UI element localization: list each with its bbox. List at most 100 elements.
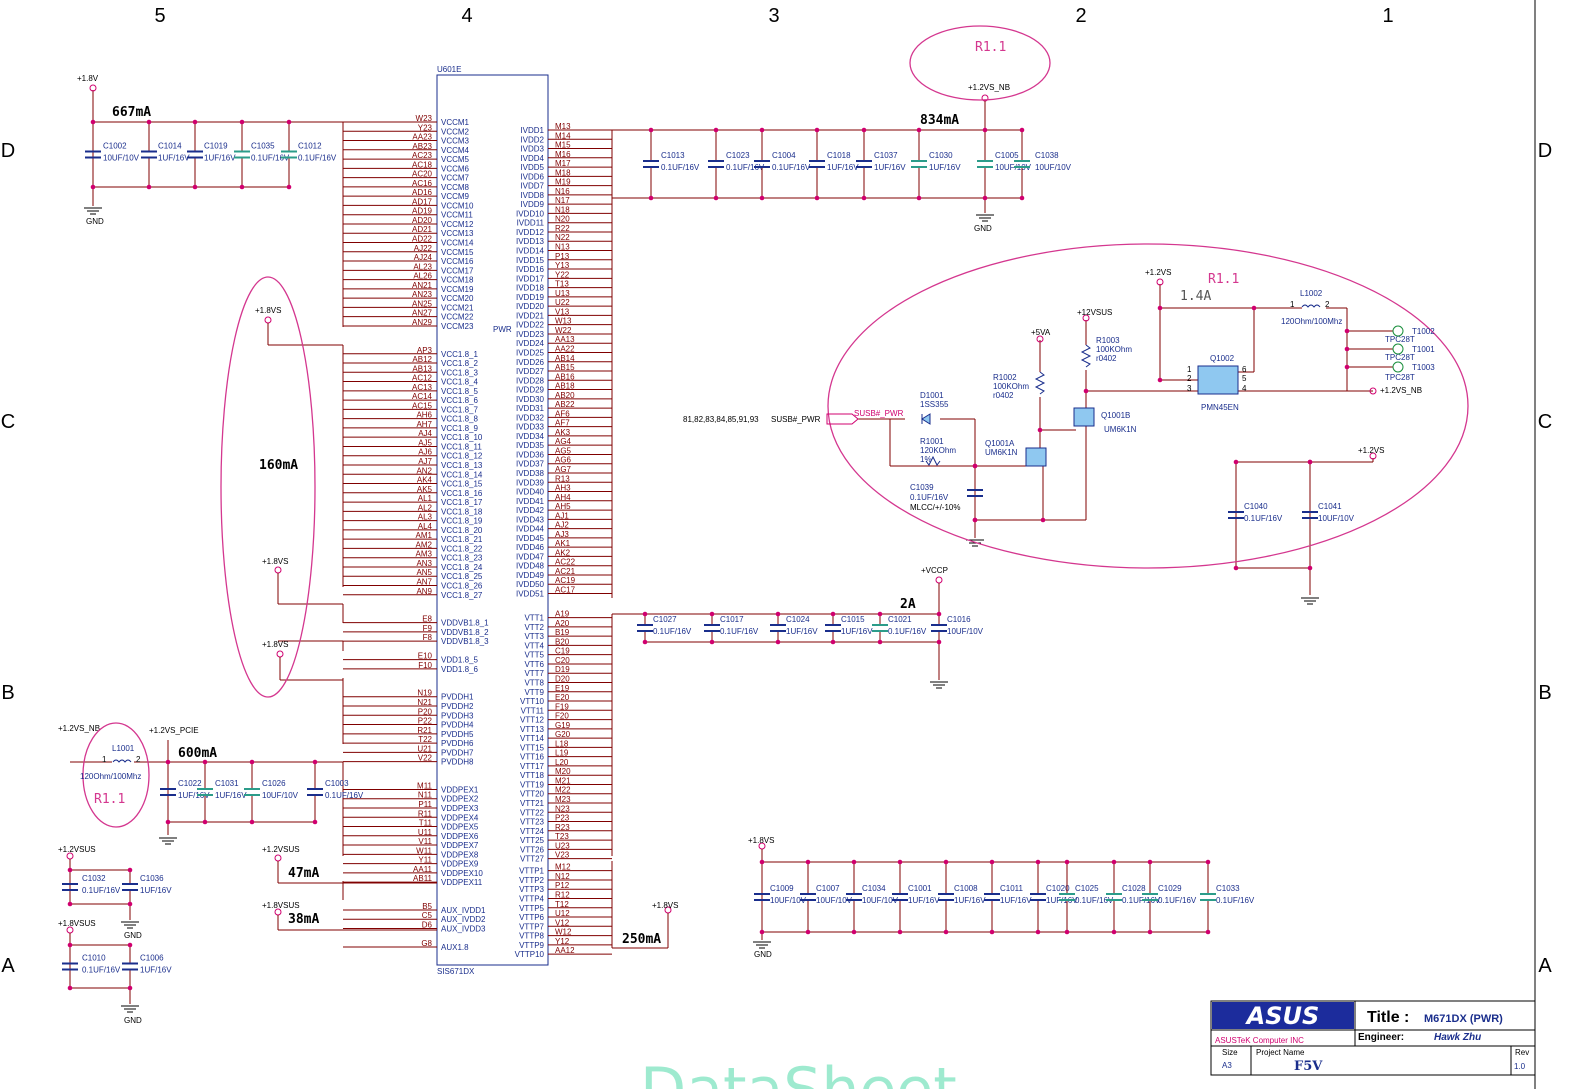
pin-name: VTT26	[520, 845, 545, 854]
pin-number: T12	[555, 900, 569, 909]
pin-number: M15	[555, 141, 571, 150]
capacitor-value: 0.1UF/16V	[1075, 896, 1114, 905]
capacitor-value: 1UF/16V	[827, 163, 859, 172]
pin-name: VCC1.8_14	[441, 470, 483, 479]
pin-name: IVDD19	[516, 293, 545, 302]
capacitor-ref: C1027	[653, 615, 677, 624]
tp-t1002-ref: T1002	[1412, 327, 1435, 336]
zone-col-3: 3	[768, 5, 779, 27]
pin-name: VTTP10	[515, 950, 545, 959]
pin-name: IVDD38	[516, 469, 545, 478]
pin-name: VCCM2	[441, 127, 470, 136]
pin-name: IVDD21	[516, 311, 545, 320]
pin-name: VTT23	[520, 818, 545, 827]
pin-number: D6	[422, 920, 433, 929]
pin-number: AD17	[412, 197, 433, 206]
junction-dot	[1344, 346, 1350, 352]
current-vcc18: 160mA	[259, 458, 298, 473]
rail-pcie: +1.2VS_PCIE	[149, 726, 199, 735]
susb-net-name: SUSB#_PWR	[771, 415, 821, 424]
c1039-ref: C1039	[910, 483, 934, 492]
pin-number: B19	[555, 628, 570, 637]
power-port-icon	[935, 576, 943, 584]
l1001-pin2: 2	[136, 755, 141, 764]
power-port-icon	[1156, 278, 1164, 286]
pin-name: IVDD29	[516, 386, 545, 395]
susb-port-label: SUSB#_PWR	[854, 409, 904, 418]
pin-name: VCC1.8_8	[441, 415, 478, 424]
pin-number: T23	[555, 832, 569, 841]
pin-number: AC12	[412, 374, 433, 383]
pin-number: M12	[555, 863, 571, 872]
pin-name: VTT4	[524, 641, 544, 650]
pin-name: VCCM1	[441, 118, 470, 127]
rev-cloud-vcc18	[220, 276, 316, 698]
current-vtt: 2A	[900, 597, 916, 612]
r1001-value: 120KOhm	[920, 446, 956, 455]
pin-number: AN21	[412, 281, 433, 290]
pin-number: T13	[555, 280, 569, 289]
pin-name: IVDD23	[516, 330, 545, 339]
r1001-tol: 1%	[920, 455, 932, 464]
pin-number: N16	[555, 187, 570, 196]
rail-ivdd: +1.2VS_NB	[968, 83, 1010, 92]
pin-name: IVDD31	[516, 404, 545, 413]
pin-name: IVDD26	[516, 358, 545, 367]
resistor-r1002-icon	[1034, 371, 1046, 395]
pin-name: VTT27	[520, 855, 545, 864]
pin-name: VCCM15	[441, 248, 474, 257]
tb-engineer-label: Engineer:	[1358, 1032, 1404, 1043]
pin-name: IVDD27	[516, 367, 545, 376]
pin-number: AD22	[412, 235, 433, 244]
pin-name: IVDD24	[516, 339, 545, 348]
pin-number: AD21	[412, 225, 433, 234]
pin-name: VCCM7	[441, 174, 470, 183]
current-switch: 1.4A	[1180, 289, 1211, 304]
pin-number: N20	[555, 215, 570, 224]
capacitor-ref: C1015	[841, 615, 865, 624]
pin-number: M20	[555, 767, 571, 776]
pin-number: AN3	[416, 559, 432, 568]
pin-number: R22	[555, 224, 570, 233]
q1002-pin3: 3	[1187, 384, 1192, 393]
rail-switch-caps: +1.2VS	[1358, 446, 1384, 455]
rail-switch-out: +1.2VS_NB	[1380, 386, 1422, 395]
pin-name: VTT7	[524, 669, 544, 678]
pin-number: AC18	[412, 160, 433, 169]
pin-number: P11	[418, 800, 432, 809]
junction-dot	[1344, 328, 1350, 334]
pin-number: N13	[555, 243, 570, 252]
pin-name: VDDPEX6	[441, 832, 479, 841]
r1003-pkg: r0402	[1096, 354, 1117, 363]
pin-name: VTT5	[524, 651, 544, 660]
pin-number: AB13	[412, 364, 432, 373]
pin-name: VTT1	[524, 614, 544, 623]
pin-number: M16	[555, 150, 571, 159]
pin-number: V22	[418, 754, 433, 763]
capacitor-ref: C1002	[103, 142, 127, 151]
capacitor-ref: C1018	[827, 151, 851, 160]
capacitor: C10201UF/16V	[1030, 859, 1078, 935]
pin-number: W13	[555, 317, 572, 326]
pin-number: F19	[555, 702, 569, 711]
pin-number: Y22	[555, 270, 570, 279]
pin-number: AJ1	[555, 511, 569, 520]
pin-name: VCC1.8_3	[441, 368, 478, 377]
q1002-pin4: 4	[1242, 384, 1247, 393]
capacitor-ref: C1011	[1000, 884, 1024, 893]
pin-name: AUX_IVDD1	[441, 906, 486, 915]
pin-name: IVDD8	[520, 191, 544, 200]
pin-name: IVDD47	[516, 552, 545, 561]
junction-dot	[1037, 427, 1043, 433]
pin-name: VDDVB1.8_2	[441, 628, 489, 637]
title-block-frame	[1210, 1000, 1536, 1076]
q1002-part: PMN45EN	[1201, 403, 1239, 412]
pin-name: VCC1.8_25	[441, 572, 483, 581]
capacitor-ref: C1029	[1158, 884, 1182, 893]
